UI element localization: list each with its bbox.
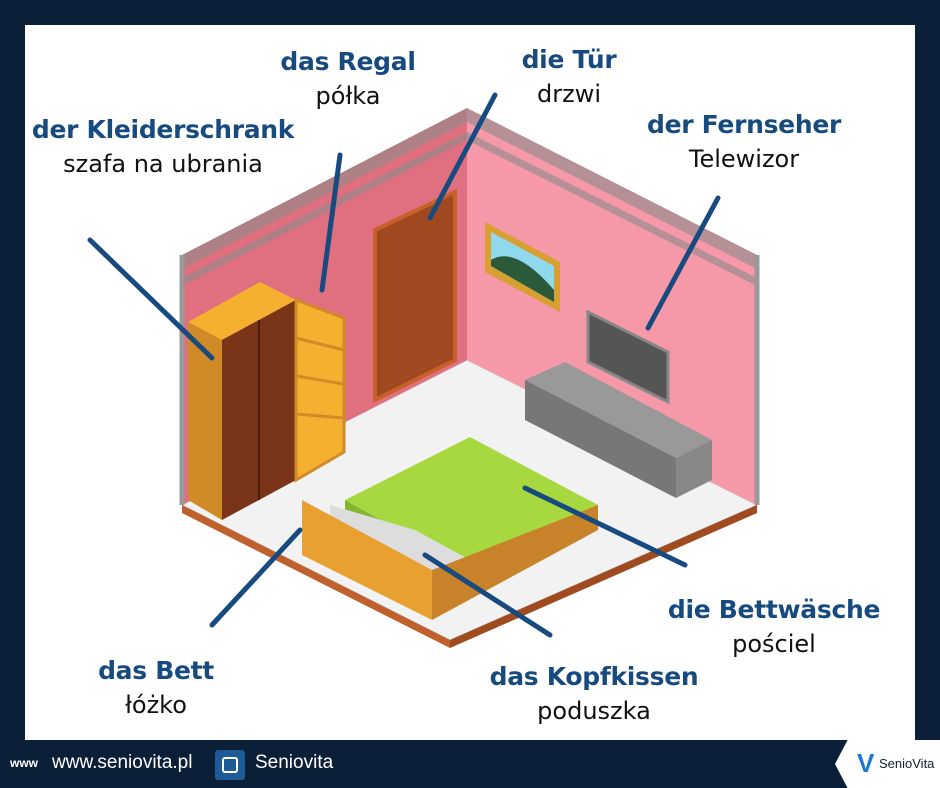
german-word: das Regal [280,47,416,76]
pointer-arrows [87,92,721,638]
tv-stand [525,362,712,498]
german-word: die Bettwäsche [667,595,881,624]
polish-word: poduszka [537,697,651,725]
seniovita-logo: V SenioVita [835,740,940,788]
polish-word: szafa na ubrania [63,150,263,178]
arrow-regal [319,152,343,293]
label-kleiderschrank: der Kleiderschrank szafa na ubrania [31,115,295,178]
label-tuer: die Tür drzwi [522,45,617,108]
arrow-kleiderschrank [87,237,215,361]
arrow-bettwaesche [522,485,688,568]
website-link[interactable]: www.seniovita.pl [52,752,193,773]
arrow-tuer [427,92,498,221]
label-regal: das Regal półka [280,47,416,110]
door [373,188,457,404]
television [586,309,670,405]
german-word: das Bett [98,656,214,685]
german-word: die Tür [521,45,617,74]
label-bettwaesche: die Bettwäsche pościel [667,595,881,658]
label-bett: das Bett łóżko [98,656,214,719]
logo-mark-icon: V [857,748,875,778]
german-word: der Fernseher [646,110,842,139]
instagram-icon [215,750,245,780]
polish-word: łóżko [125,691,187,719]
instagram-handle[interactable]: Seniovita [255,752,334,773]
arrow-bett [209,527,303,628]
arrow-kopfkissen [422,552,553,638]
polish-word: pościel [732,630,816,658]
shelf [294,297,346,483]
footer: www www.seniovita.pl Seniovita V SenioVit… [0,740,940,788]
picture [485,222,560,312]
polish-word: półka [315,82,381,110]
label-kopfkissen: das Kopfkissen poduszka [490,662,699,725]
globe-www-icon: www [10,756,39,770]
logo-text: SenioVita [879,756,935,771]
arrow-fernseher [645,195,721,331]
wardrobe [188,282,296,520]
polish-word: Telewizor [688,145,800,173]
polish-word: drzwi [536,80,601,108]
german-word: das Kopfkissen [489,662,699,691]
german-word: der Kleiderschrank [31,115,295,144]
